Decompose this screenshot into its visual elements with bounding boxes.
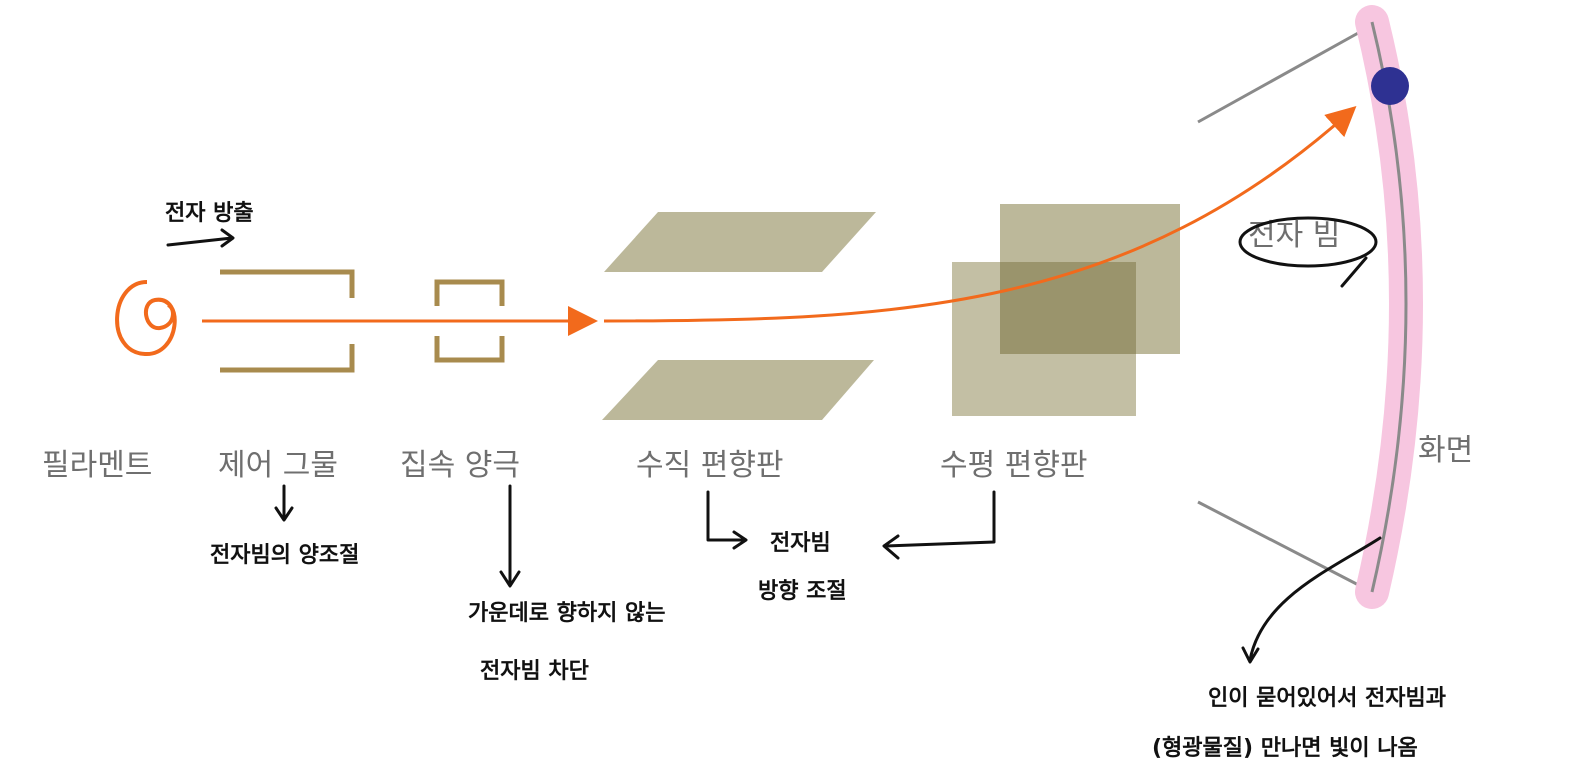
beam-spot — [1371, 67, 1409, 105]
control-grid-electrode — [220, 269, 355, 373]
label-control-grid: 제어 그물 — [218, 448, 338, 483]
label-horizontal-plates: 수평 편향판 — [940, 448, 1088, 483]
label-filament: 필라멘트 — [42, 448, 152, 483]
filament-coil — [115, 280, 177, 357]
label-screen: 화면 — [1418, 433, 1473, 468]
tube-outline — [1197, 20, 1379, 594]
note-screen-line1: 인이 묻어있어서 전자빔과 — [1208, 686, 1446, 711]
focusing-anode-electrode — [434, 279, 505, 363]
electron-beam-circle — [1238, 216, 1378, 268]
vertical-plate-bottom — [602, 360, 874, 420]
note-grid: 전자빔의 양조절 — [210, 543, 359, 568]
label-vertical-plates: 수직 편향판 — [636, 448, 784, 483]
electron-beam-circle-tail — [1340, 256, 1368, 288]
electron-beam-deflected — [603, 105, 1357, 323]
note-emission: 전자 방출 — [165, 201, 254, 226]
note-deflection-line2: 방향 조절 — [758, 579, 847, 604]
note-anode-line2: 전자빔 차단 — [480, 659, 589, 684]
note-anode-line1: 가운데로 향하지 않는 — [468, 601, 665, 626]
label-focusing-anode: 집속 양극 — [400, 448, 520, 483]
grid-note-arrow — [274, 484, 294, 522]
vertical-plate-note-arrow — [706, 490, 748, 550]
note-screen-line2: (형광물질) 만나면 빛이 나옴 — [1152, 736, 1418, 761]
vertical-plate-top — [604, 212, 876, 272]
horizontal-plate-note-arrow — [882, 490, 996, 560]
note-deflection-line1: 전자빔 — [770, 531, 831, 556]
screen-note-arrow — [1241, 536, 1382, 664]
anode-note-arrow — [499, 484, 521, 588]
note-emission-arrow — [166, 228, 235, 248]
horizontal-plate-overlap — [1000, 262, 1136, 354]
